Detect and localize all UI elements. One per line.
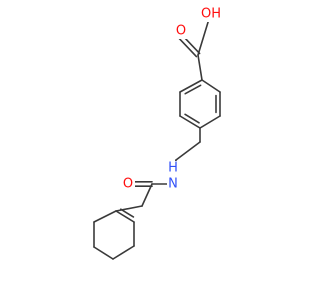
atom-label-amide-oxygen: O xyxy=(122,176,135,192)
ring-bond-6-inner xyxy=(184,84,202,95)
cyclo-bond-1 xyxy=(93,210,117,223)
amide-hydrogen-label: H xyxy=(168,161,178,176)
atom-label-hydroxyl: OH xyxy=(201,6,221,22)
amide-c-to-ch2 xyxy=(141,183,153,207)
acid-c-to-ring xyxy=(197,54,203,81)
amide-oxygen-label: O xyxy=(123,177,133,192)
amide-nitrogen-label: N xyxy=(168,177,178,192)
atom-label-amide-nitrogen: N H xyxy=(167,161,179,192)
cyclo-bond-3 xyxy=(93,246,114,260)
cyclo-bond-4 xyxy=(112,245,135,260)
ring-bond-4 xyxy=(179,115,201,129)
cyclo-bond-6 xyxy=(115,210,135,223)
hydroxyl-label: OH xyxy=(201,7,221,22)
ring-bond-3 xyxy=(199,115,221,129)
ring-bond-6 xyxy=(179,79,203,93)
ch2-to-cyclohexene xyxy=(115,205,143,212)
ring-bond-1 xyxy=(201,79,221,93)
ch2-to-ch2 xyxy=(175,141,201,161)
acid-c-to-carbonyl-o-b xyxy=(176,35,198,58)
cyclo-bond-6-inner xyxy=(119,208,135,218)
bond-layer xyxy=(93,18,221,260)
molecule-structure: O OH N H O xyxy=(93,6,221,260)
carbonyl-oxygen-acid-label: O xyxy=(176,24,186,39)
atom-label-carbonyl-oxygen-acid: O xyxy=(175,23,188,39)
acid-c-to-hydroxyl xyxy=(197,18,210,56)
ring-bond-4-inner xyxy=(184,113,200,124)
